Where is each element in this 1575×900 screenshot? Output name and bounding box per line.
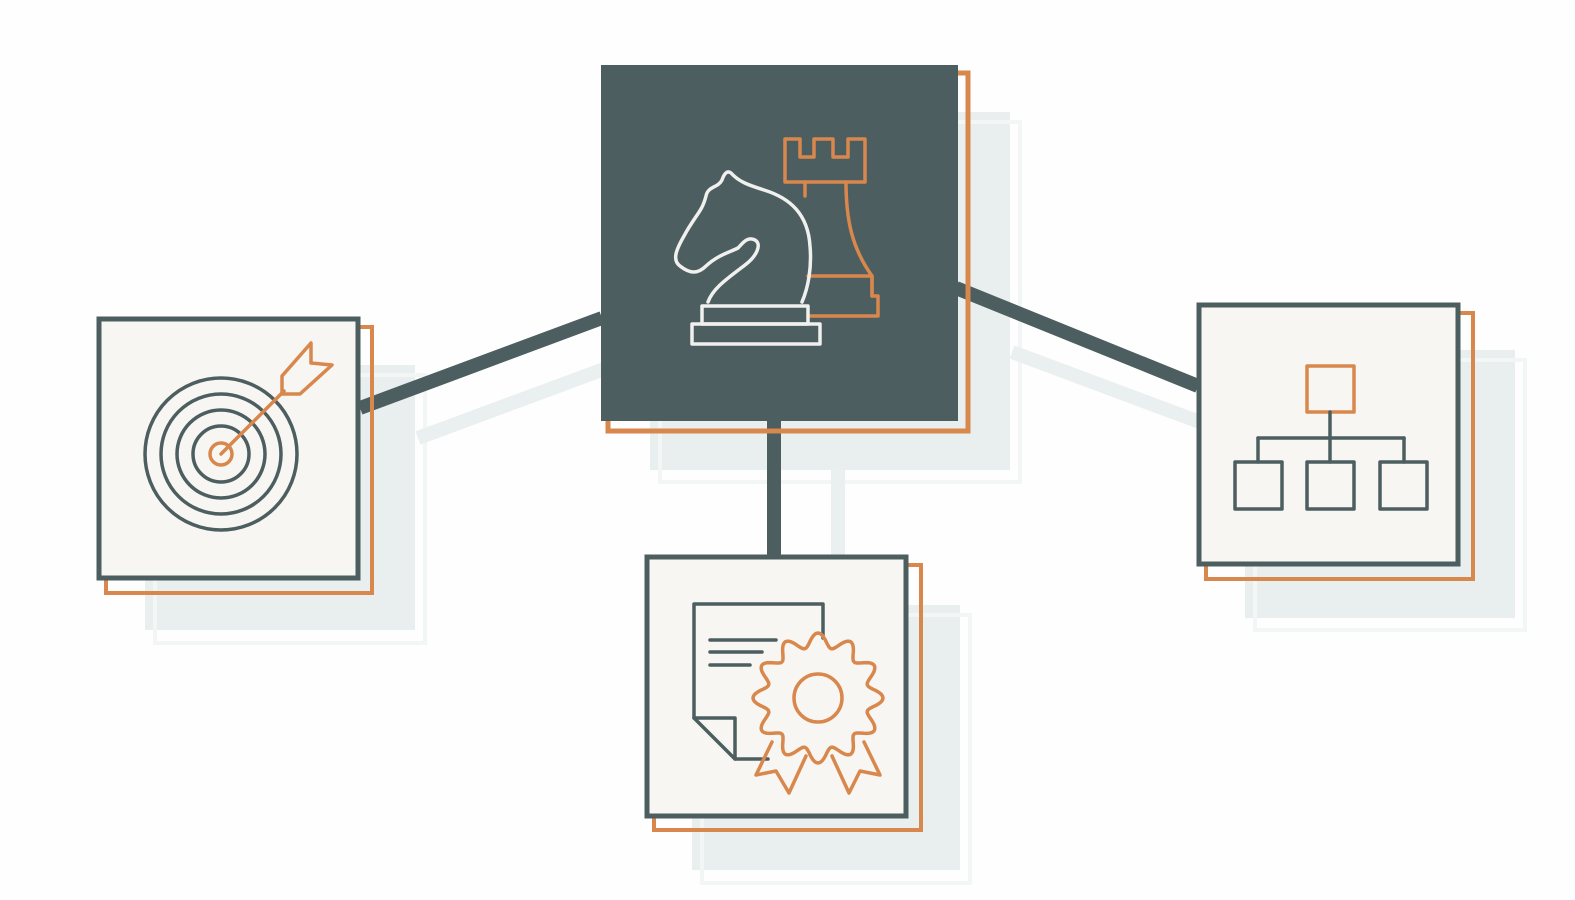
target-arrow-icon <box>143 341 334 532</box>
goals-card <box>96 316 374 595</box>
certification-card <box>644 554 923 832</box>
connector-lines <box>357 281 1201 558</box>
strategy-card-frame <box>601 65 958 421</box>
certificate-award-icon <box>692 602 885 795</box>
rosette-outline <box>751 631 885 765</box>
org-chart-icon <box>1233 364 1429 511</box>
connector-strategy-organization <box>953 281 1201 393</box>
chess-knight-rook-icon <box>673 137 880 346</box>
strategy-card <box>601 65 971 434</box>
organization-card <box>1196 302 1475 581</box>
connector-strategy-goals <box>357 311 605 415</box>
